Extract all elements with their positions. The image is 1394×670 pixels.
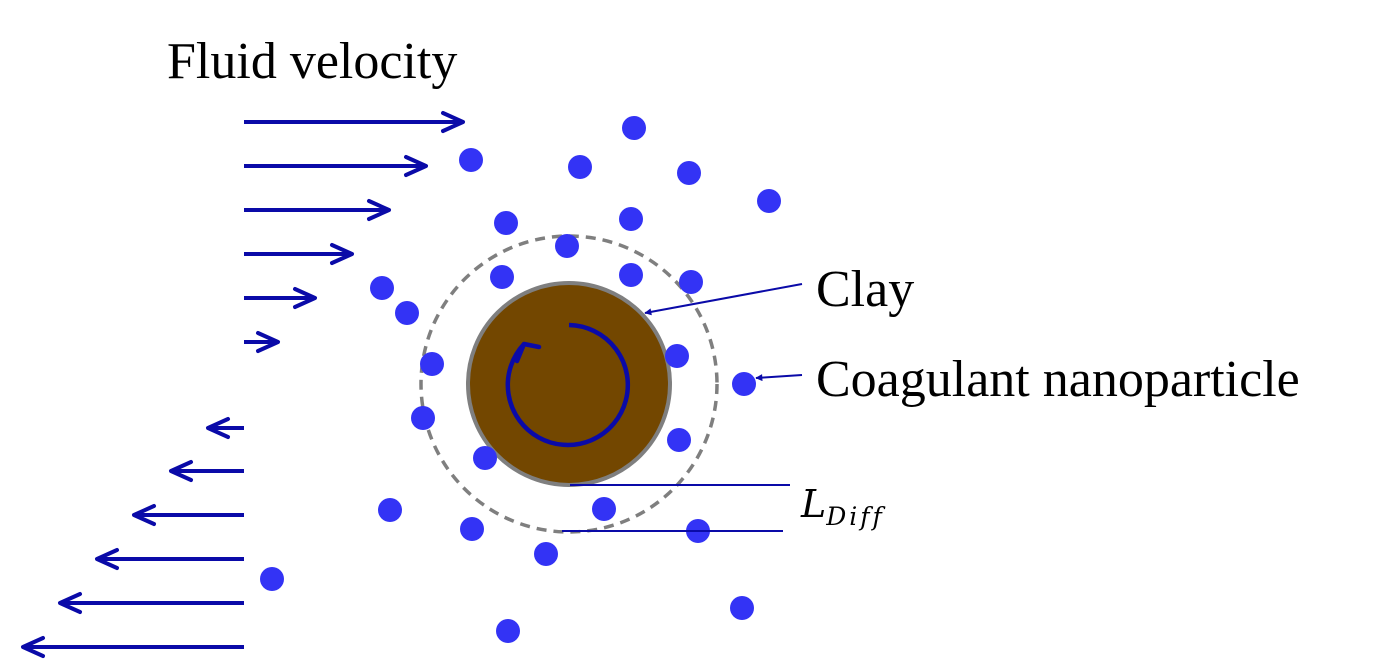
velocity-profile-arrows	[21, 111, 465, 658]
diffusion-length-label: LDiff	[800, 482, 886, 531]
clay-label: Clay	[816, 261, 914, 318]
velocity-arrow	[58, 592, 244, 614]
nanoparticle	[568, 155, 592, 179]
nanoparticle-pointer-line	[755, 374, 803, 382]
nanoparticle	[622, 116, 646, 140]
nanoparticle	[494, 211, 518, 235]
velocity-arrow	[244, 243, 354, 265]
nanoparticle	[378, 498, 402, 522]
nanoparticle	[260, 567, 284, 591]
nanoparticle-group	[260, 116, 781, 643]
nanoparticle	[619, 263, 643, 287]
nanoparticle	[730, 596, 754, 620]
nanoparticle	[370, 276, 394, 300]
nanoparticle	[665, 344, 689, 368]
nanoparticle	[459, 148, 483, 172]
nanoparticle	[420, 352, 444, 376]
nanoparticle	[534, 542, 558, 566]
diffusion-length-symbol: L	[800, 482, 826, 526]
nanoparticle	[490, 265, 514, 289]
velocity-arrow	[244, 199, 391, 221]
velocity-arrow	[21, 636, 244, 658]
nanoparticle	[555, 234, 579, 258]
diffusion-length-subscript: Diff	[825, 502, 885, 531]
velocity-arrow	[169, 460, 244, 482]
clay-pointer-line	[644, 283, 803, 316]
nanoparticle	[460, 517, 484, 541]
nanoparticle	[757, 189, 781, 213]
nanoparticle	[667, 428, 691, 452]
nanoparticle	[592, 497, 616, 521]
nanoparticle	[619, 207, 643, 231]
nanoparticle	[679, 270, 703, 294]
nanoparticle	[677, 161, 701, 185]
velocity-arrow	[244, 331, 280, 353]
rotation-arrow-icon	[505, 322, 630, 448]
velocity-arrow	[244, 287, 317, 309]
velocity-arrow	[244, 111, 465, 133]
velocity-arrow	[244, 155, 428, 177]
fluid-velocity-label: Fluid velocity	[167, 33, 457, 90]
velocity-arrow	[206, 417, 244, 439]
nanoparticle-label: Coagulant nanoparticle	[816, 351, 1300, 408]
nanoparticle	[473, 446, 497, 470]
nanoparticle	[732, 372, 756, 396]
velocity-arrow	[132, 504, 244, 526]
clay-particle	[466, 281, 672, 487]
nanoparticle	[395, 301, 419, 325]
velocity-arrow	[95, 548, 244, 570]
nanoparticle	[411, 406, 435, 430]
nanoparticle	[496, 619, 520, 643]
